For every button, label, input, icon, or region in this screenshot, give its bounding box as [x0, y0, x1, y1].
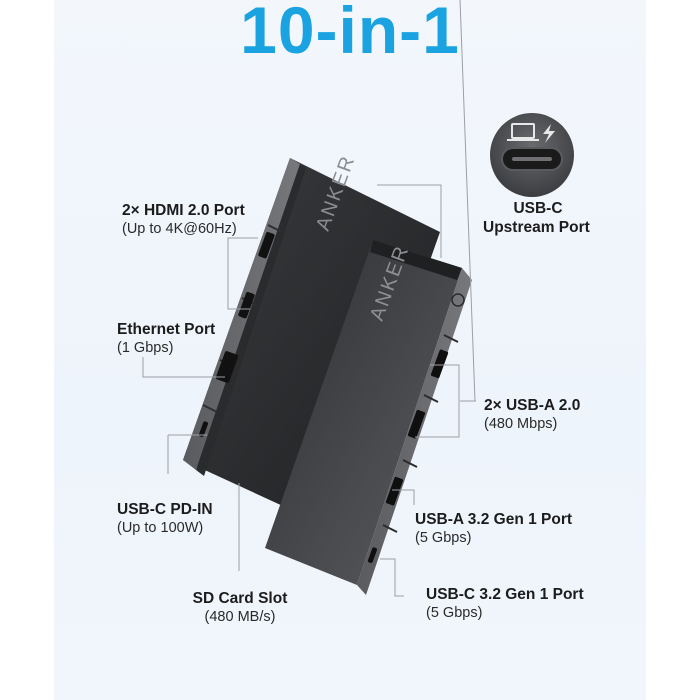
- pd-in-subtitle: (Up to 100W): [117, 520, 204, 536]
- sd-card-subtitle: (480 MB/s): [204, 609, 276, 625]
- usb-c-32-label: USB-C 3.2 Gen 1 Port (5 Gbps): [426, 585, 584, 623]
- upstream-label: USB-C Upstream Port: [483, 199, 590, 237]
- sd-card-label: SD Card Slot (480 MB/s): [190, 589, 290, 627]
- upstream-subtitle: Upstream Port: [483, 219, 590, 236]
- page-title: 10-in-1: [240, 0, 460, 67]
- hdmi-title: 2× HDMI 2.0 Port: [122, 202, 245, 219]
- ethernet-label: Ethernet Port (1 Gbps): [117, 320, 215, 358]
- usb-a-32-label: USB-A 3.2 Gen 1 Port (5 Gbps): [415, 510, 572, 548]
- usb-a-20-title: 2× USB-A 2.0: [484, 397, 581, 414]
- connector-lines: [142, 0, 476, 597]
- ethernet-title: Ethernet Port: [117, 321, 216, 338]
- usb-a-20-label: 2× USB-A 2.0 (480 Mbps): [484, 396, 580, 434]
- upstream-port-icon: [490, 113, 574, 197]
- usb-a-32-subtitle: (5 Gbps): [415, 530, 472, 546]
- upstream-title: USB-C: [513, 200, 563, 217]
- usb-a-32-title: USB-A 3.2 Gen 1 Port: [415, 511, 573, 528]
- front-hub-body: ANKER: [265, 240, 472, 595]
- pd-in-title: USB-C PD-IN: [117, 501, 213, 518]
- usb-c-32-subtitle: (5 Gbps): [426, 605, 483, 621]
- usb-c-32-title: USB-C 3.2 Gen 1 Port: [426, 586, 584, 603]
- sd-card-title: SD Card Slot: [192, 590, 288, 607]
- ethernet-subtitle: (1 Gbps): [117, 340, 174, 356]
- pd-in-label: USB-C PD-IN (Up to 100W): [117, 500, 213, 538]
- hdmi-subtitle: (Up to 4K@60Hz): [122, 221, 237, 237]
- hdmi-label: 2× HDMI 2.0 Port (Up to 4K@60Hz): [122, 201, 245, 239]
- usb-a-20-subtitle: (480 Mbps): [484, 416, 558, 432]
